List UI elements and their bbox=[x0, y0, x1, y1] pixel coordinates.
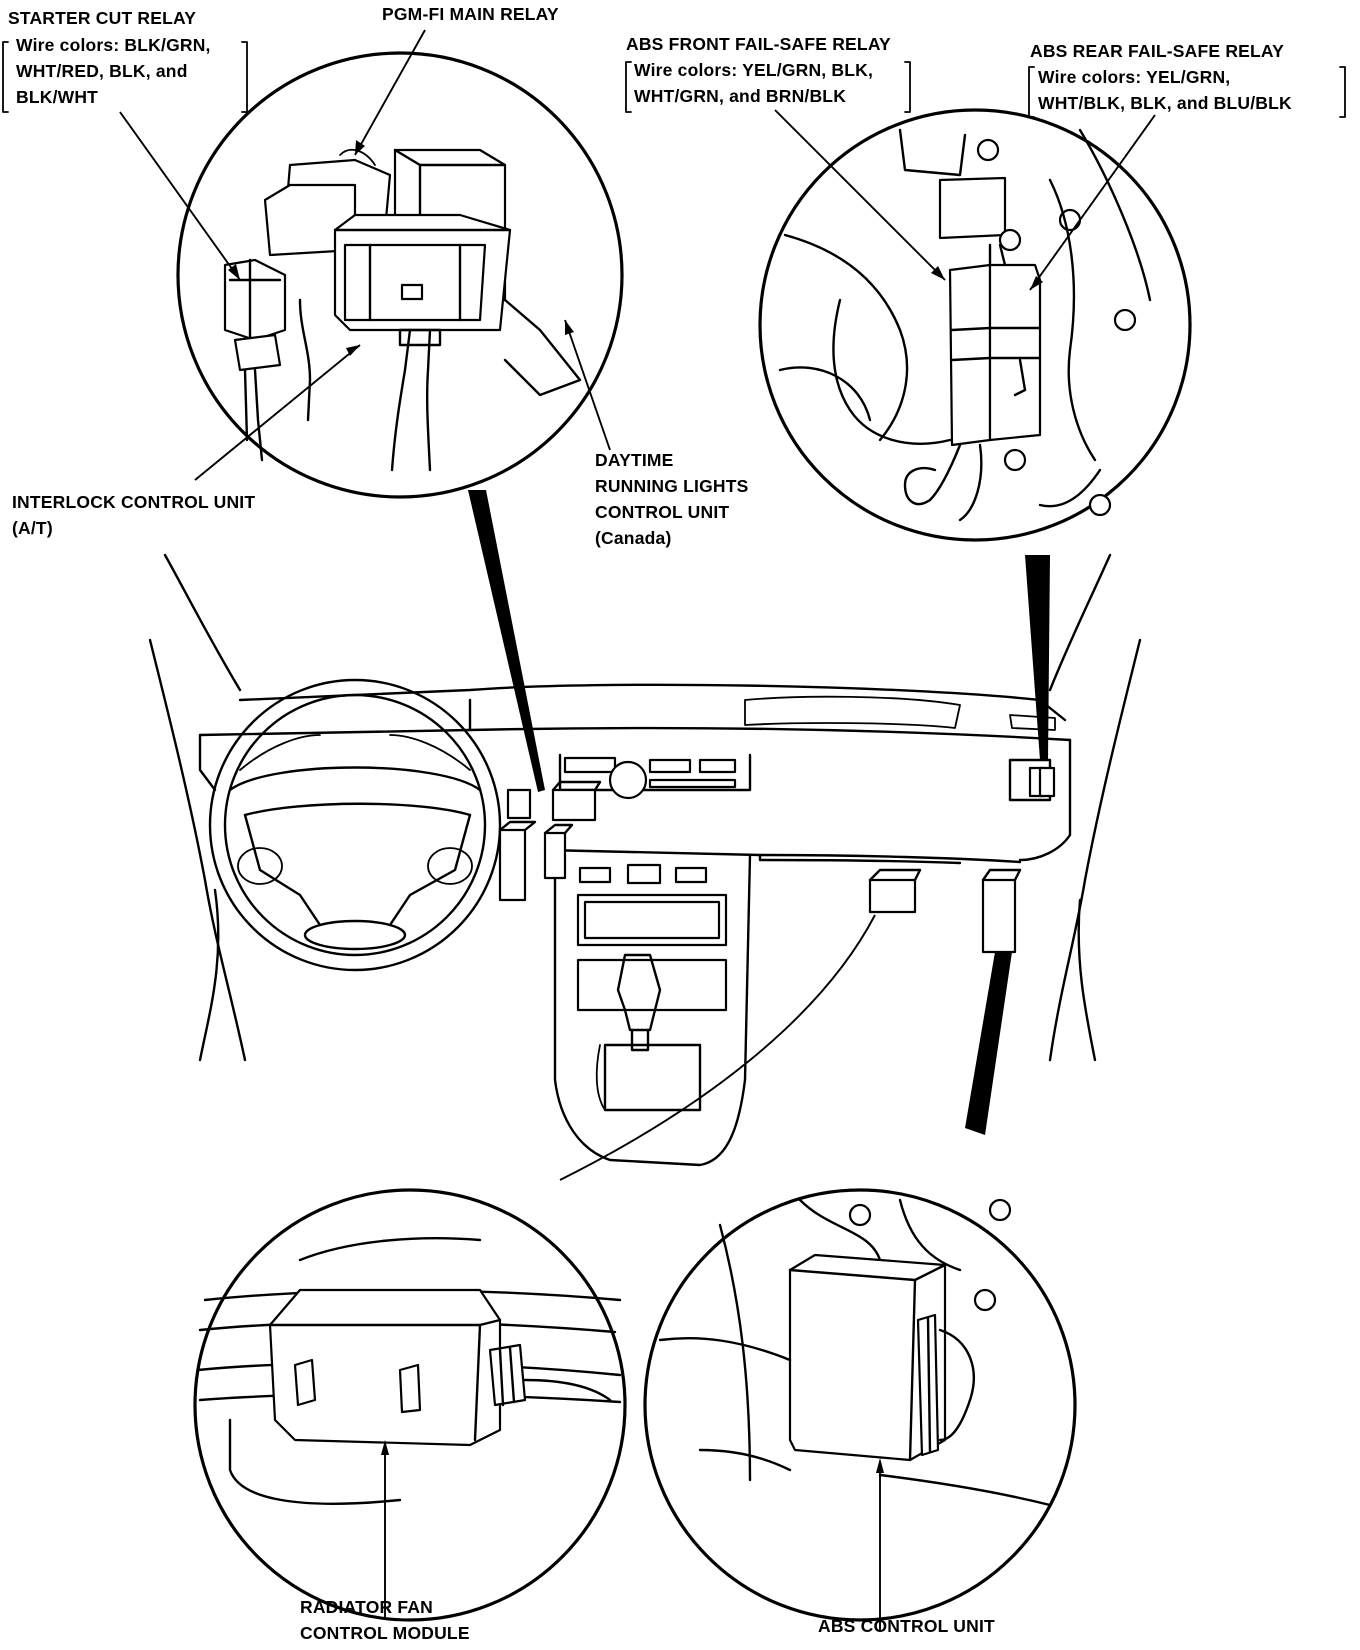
abs-front-fail-safe-relay-title: ABS FRONT FAIL-SAFE RELAY bbox=[626, 34, 891, 54]
radiator-fan-control-module-line-2: CONTROL MODULE bbox=[300, 1623, 470, 1643]
dash-left-end bbox=[198, 733, 217, 792]
detail-circle-radiator-fan-module bbox=[193, 1188, 627, 1622]
starter-cut-relay-title: STARTER CUT RELAY bbox=[8, 8, 196, 28]
left-door-edge bbox=[148, 638, 247, 1062]
starter-cut-relay-location bbox=[543, 831, 567, 880]
right-door-edge bbox=[1048, 638, 1142, 1062]
interlock-control-unit-location bbox=[498, 828, 527, 902]
left-a-pillar bbox=[163, 553, 242, 692]
daytime-running-lights-line-2: RUNNING LIGHTS bbox=[595, 476, 749, 496]
daytime-running-lights-line-4: (Canada) bbox=[595, 528, 671, 548]
callout-leaders bbox=[119, 29, 1156, 1630]
dash-right-relays bbox=[868, 758, 1056, 954]
dash-lower-edge bbox=[543, 848, 1022, 864]
interlock-control-unit-line-1: INTERLOCK CONTROL UNIT bbox=[12, 492, 255, 512]
detail-circle-abs-fail-safe-relays bbox=[758, 108, 1192, 542]
abs-rear-fail-safe-relay-detail-2: WHT/BLK, BLK, and BLU/BLK bbox=[1038, 93, 1292, 113]
starter-cut-relay-detail-3: BLK/WHT bbox=[16, 87, 98, 107]
pgm-fi-main-relay-location bbox=[506, 788, 532, 820]
center-stack bbox=[553, 753, 752, 1167]
daytime-running-lights-location bbox=[551, 788, 597, 822]
leader-abs-control bbox=[965, 952, 1012, 1135]
abs-control-unit-location bbox=[981, 878, 1017, 954]
daytime-running-lights-line-3: CONTROL UNIT bbox=[595, 502, 729, 522]
leader-top-left bbox=[468, 490, 545, 792]
dashboard-overview bbox=[148, 553, 1142, 1167]
right-door-lower bbox=[1077, 898, 1097, 1062]
detail-circle-left-relays bbox=[176, 51, 624, 499]
abs-rear-fail-safe-relay-title: ABS REAR FAIL-SAFE RELAY bbox=[1030, 41, 1284, 61]
label-brackets bbox=[2, 41, 1346, 118]
abs-control-unit-title: ABS CONTROL UNIT bbox=[818, 1616, 995, 1636]
defrost-vent bbox=[744, 695, 961, 729]
dash-left-relays bbox=[498, 780, 602, 902]
starter-cut-relay-detail-1: Wire colors: BLK/GRN, bbox=[16, 35, 211, 55]
radiator-fan-control-module-line-1: RADIATOR FAN bbox=[300, 1597, 433, 1617]
detail-leaders bbox=[468, 490, 1050, 1181]
radiator-fan-module-location bbox=[868, 878, 917, 914]
dash-front-edge bbox=[198, 726, 1072, 742]
pgm-fi-main-relay-title: PGM-FI MAIN RELAY bbox=[382, 4, 559, 24]
interlock-control-unit-line-2: (A/T) bbox=[12, 518, 53, 538]
starter-cut-relay-detail-2: WHT/RED, BLK, and bbox=[16, 61, 188, 81]
abs-rear-fail-safe-relay-detail-1: Wire colors: YEL/GRN, bbox=[1038, 67, 1230, 87]
abs-front-fail-safe-relay-detail-1: Wire colors: YEL/GRN, BLK, bbox=[634, 60, 873, 80]
right-a-pillar bbox=[1048, 553, 1112, 692]
steering-wheel bbox=[208, 678, 502, 972]
labels: STARTER CUT RELAY Wire colors: BLK/GRN, … bbox=[8, 4, 1292, 1643]
leader-top-right bbox=[1025, 555, 1050, 760]
leader-radiator-fan bbox=[559, 914, 876, 1181]
dash-right-end bbox=[1018, 738, 1072, 862]
abs-front-fail-safe-relay-detail-2: WHT/GRN, and BRN/BLK bbox=[634, 86, 846, 106]
detail-circle-abs-control-unit bbox=[643, 1188, 1077, 1622]
glovebox-outline bbox=[758, 853, 962, 865]
left-door-lower bbox=[198, 888, 220, 1062]
daytime-running-lights-line-1: DAYTIME bbox=[595, 450, 674, 470]
